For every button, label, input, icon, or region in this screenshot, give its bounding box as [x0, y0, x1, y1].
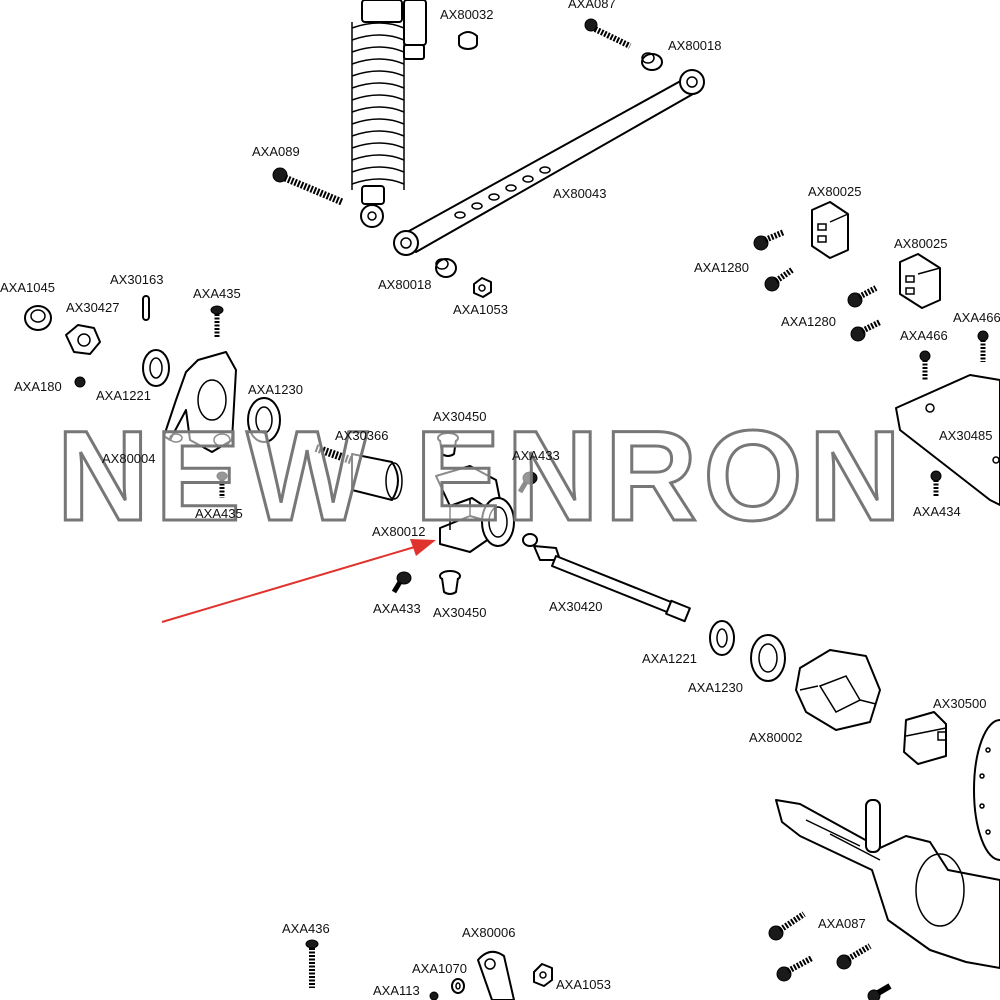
screw-axa466-b — [977, 330, 989, 362]
label-ax30485: AX30485 — [939, 428, 993, 443]
shock-absorber — [351, 0, 427, 228]
nut-axa1045 — [24, 305, 52, 331]
label-ax30420: AX30420 — [549, 599, 603, 614]
label-ax80025-a: AX80025 — [808, 184, 862, 199]
screw-axa433-bottom — [391, 571, 412, 594]
screw-axa087-bottom-3 — [836, 943, 872, 970]
label-axa1221-right: AXA1221 — [642, 651, 697, 666]
driveshaft-ax30420 — [522, 533, 691, 623]
nut-axa1053-top — [473, 277, 492, 298]
label-ax30500: AX30500 — [933, 696, 987, 711]
screw-axa435-bottom — [216, 471, 228, 498]
label-ax30366: AX30366 — [335, 428, 389, 443]
screw-axa434 — [930, 470, 942, 496]
locker-ax80002 — [795, 649, 881, 731]
washer-axa1070 — [451, 978, 465, 994]
bearing-axa1230-left — [247, 397, 281, 443]
label-ax80012: AX80012 — [372, 524, 426, 539]
axle-housing — [775, 799, 1000, 969]
label-ax30427: AX30427 — [66, 300, 120, 315]
label-axa1280-a: AXA1280 — [694, 260, 749, 275]
bushing-ax80032 — [458, 31, 478, 50]
screw-axa433-top — [517, 471, 538, 494]
label-ax30163: AX30163 — [110, 272, 164, 287]
pin-ax30163 — [142, 295, 150, 321]
screw-axa087-bottom-2 — [776, 955, 814, 982]
bushing-ax30450-top — [437, 432, 459, 457]
bushing-ax80018-bottom — [435, 258, 457, 278]
screw-axa087-bottom-4 — [867, 983, 892, 1000]
screw-axa1280-3 — [847, 285, 878, 308]
screw-axa436 — [305, 939, 319, 988]
screw-axa087-top — [584, 18, 632, 49]
label-axa435-bottom: AXA435 — [195, 506, 243, 521]
screw-axa1280-1 — [753, 229, 786, 251]
label-axa113: AXA113 — [373, 983, 420, 998]
label-axa1280-b: AXA1280 — [781, 314, 836, 329]
watermark-text: NEW ENRON — [57, 405, 907, 548]
mount-ax80025-a — [811, 201, 849, 259]
bearing-axa1221-left — [142, 349, 170, 387]
bushing-ax80018-top — [641, 52, 663, 71]
label-ax80002: AX80002 — [749, 730, 803, 745]
screw-axa435-top — [210, 305, 224, 338]
label-axa1053-top: AXA1053 — [453, 302, 508, 317]
label-axa434: AXA434 — [913, 504, 961, 519]
label-axa1221-left: AXA1221 — [96, 388, 151, 403]
steering-arm-ax80006 — [477, 950, 515, 1000]
label-axa466-b: AXA466 — [953, 310, 1000, 325]
label-axa466-a: AXA466 — [900, 328, 948, 343]
nut-axa1053-bottom — [533, 963, 553, 987]
label-axa435-top: AXA435 — [193, 286, 241, 301]
label-ax30450-top: AX30450 — [433, 409, 487, 424]
setscrew-axa180 — [74, 376, 86, 388]
label-ax80018-bottom: AX80018 — [378, 277, 432, 292]
mount-ax80025-b — [899, 253, 941, 309]
label-axa1070: AXA1070 — [412, 961, 467, 976]
label-axa180: AXA180 — [14, 379, 62, 394]
bearing-axa1221-right — [709, 620, 735, 656]
label-axa1230-left: AXA1230 — [248, 382, 303, 397]
label-axa436: AXA436 — [282, 921, 330, 936]
label-ax80018-top: AX80018 — [668, 38, 722, 53]
servo-ax30500 — [903, 711, 947, 765]
screw-axa089 — [272, 167, 344, 206]
label-axa1053-bottom: AXA1053 — [556, 977, 611, 992]
screw-axa1280-4 — [850, 319, 882, 342]
label-axa087-top: AXA087 — [568, 0, 616, 11]
label-ax80004: AX80004 — [102, 451, 156, 466]
label-axa089: AXA089 — [252, 144, 300, 159]
label-ax80043: AX80043 — [553, 186, 607, 201]
suspension-link — [393, 69, 705, 256]
screw-axa466-a — [919, 350, 931, 380]
hex-ax30427 — [65, 324, 101, 355]
label-axa087-bottom: AXA087 — [818, 916, 866, 931]
label-axa433-top: AXA433 — [512, 448, 560, 463]
label-axa1045: AXA1045 — [0, 280, 55, 295]
plate-ax30485 — [895, 374, 1000, 506]
knuckle-ax80004 — [163, 351, 237, 453]
label-axa1230-right: AXA1230 — [688, 680, 743, 695]
label-axa433-bottom: AXA433 — [373, 601, 421, 616]
gear-disc-right — [973, 719, 1000, 861]
callout-arrow — [161, 539, 436, 623]
screw-axa087-bottom-1 — [768, 911, 806, 941]
screw-axa113 — [429, 991, 439, 1000]
label-ax80006: AX80006 — [462, 925, 516, 940]
axle-ax30366 — [314, 444, 403, 501]
label-ax80025-b: AX80025 — [894, 236, 948, 251]
label-ax30450-bottom: AX30450 — [433, 605, 487, 620]
bushing-ax30450-bottom — [439, 570, 461, 595]
screw-axa1280-2 — [764, 267, 794, 292]
label-ax80032: AX80032 — [440, 7, 494, 22]
bearing-axa1230-right — [750, 634, 786, 682]
c-hub-ax80012 — [435, 465, 515, 553]
